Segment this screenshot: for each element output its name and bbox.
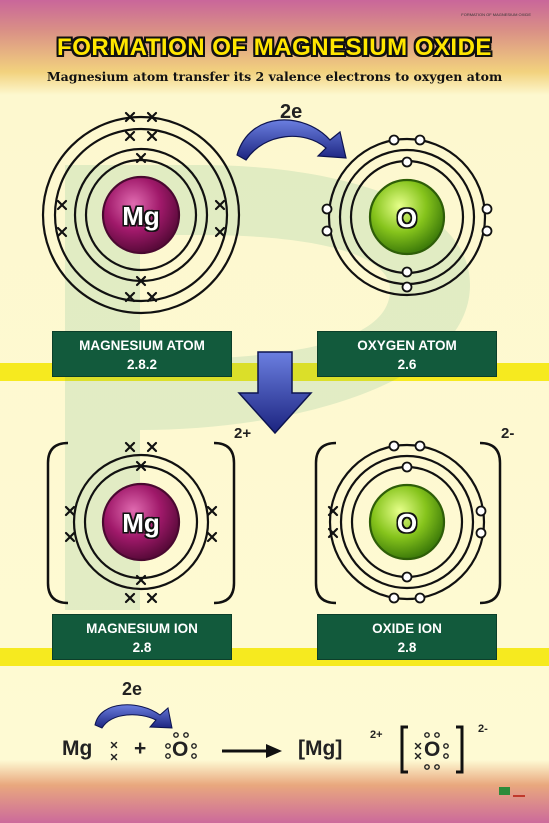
mg-atom-nucleus (101, 175, 181, 255)
equation-oxide-electrons (414, 732, 449, 770)
mg-atom (41, 115, 241, 315)
mg-ion-brackets (46, 441, 236, 605)
equation-o-electrons (165, 732, 197, 759)
o-ion-label: OXIDE ION 2.8 (317, 614, 497, 660)
o-atom-electrons (321, 134, 493, 293)
o-atom-symbol: O (396, 203, 418, 233)
logo-green-icon (499, 787, 510, 795)
transfer-label: 2e (280, 101, 303, 123)
subtitle: Magnesium atom transfer its 2 valence el… (46, 69, 503, 84)
equation-plus: + (134, 737, 147, 760)
o-ion-charge: 2- (501, 425, 515, 442)
equation-product-oxide-charge: 2- (478, 723, 488, 735)
logo-red-icon (513, 787, 525, 797)
o-ion-name: OXIDE ION (372, 621, 442, 636)
mg-atom-electrons (56, 111, 226, 303)
o-ion-nucleus (368, 483, 446, 561)
o-ion-symbol: O (396, 508, 418, 538)
equation-product-mg: [Mg] (298, 737, 343, 760)
mg-ion-nucleus (101, 482, 181, 562)
mg-ion-electrons (64, 441, 218, 604)
o-atom-config: 2.6 (397, 357, 417, 372)
mg-atom-symbol: Mg (122, 201, 160, 231)
o-ion-electrons (327, 440, 487, 604)
o-atom-name: OXYGEN ATOM (357, 338, 457, 353)
mg-ion-name: MAGNESIUM ION (86, 621, 198, 636)
mg-ion (72, 453, 210, 591)
mg-atom-name: MAGNESIUM ATOM (79, 338, 205, 353)
equation-oxygen: O (172, 738, 189, 761)
equation-product-mg-charge: 2+ (370, 729, 383, 741)
mg-ion-config: 2.8 (132, 640, 152, 655)
down-arrow (237, 351, 313, 435)
equation-product-oxide: O (424, 738, 441, 761)
publisher-logos (499, 787, 525, 797)
equation-curved-arrow (94, 704, 173, 729)
o-ion-brackets (314, 441, 502, 605)
transfer-arrow (236, 119, 347, 161)
mg-ion-symbol: Mg (122, 508, 160, 538)
equation-transfer-label: 2e (122, 679, 143, 699)
equation-mg-electrons (110, 741, 118, 761)
small-caption: FORMATION OF MAGNESIUM OXIDE (461, 12, 531, 17)
equation-oxide-brackets (400, 725, 464, 774)
mg-ion-label: MAGNESIUM ION 2.8 (52, 614, 232, 660)
mg-ion-charge: 2+ (234, 425, 252, 442)
mg-atom-label: MAGNESIUM ATOM 2.8.2 (52, 331, 232, 377)
o-atom-nucleus (368, 178, 446, 256)
reaction-arrow (222, 744, 282, 758)
page-title: FORMATION OF MAGNESIUM OXIDE (57, 34, 492, 61)
mg-atom-config: 2.8.2 (126, 357, 158, 372)
o-atom-label: OXYGEN ATOM 2.6 (317, 331, 497, 377)
o-ion-config: 2.8 (397, 640, 417, 655)
equation-mg: Mg (62, 737, 93, 760)
